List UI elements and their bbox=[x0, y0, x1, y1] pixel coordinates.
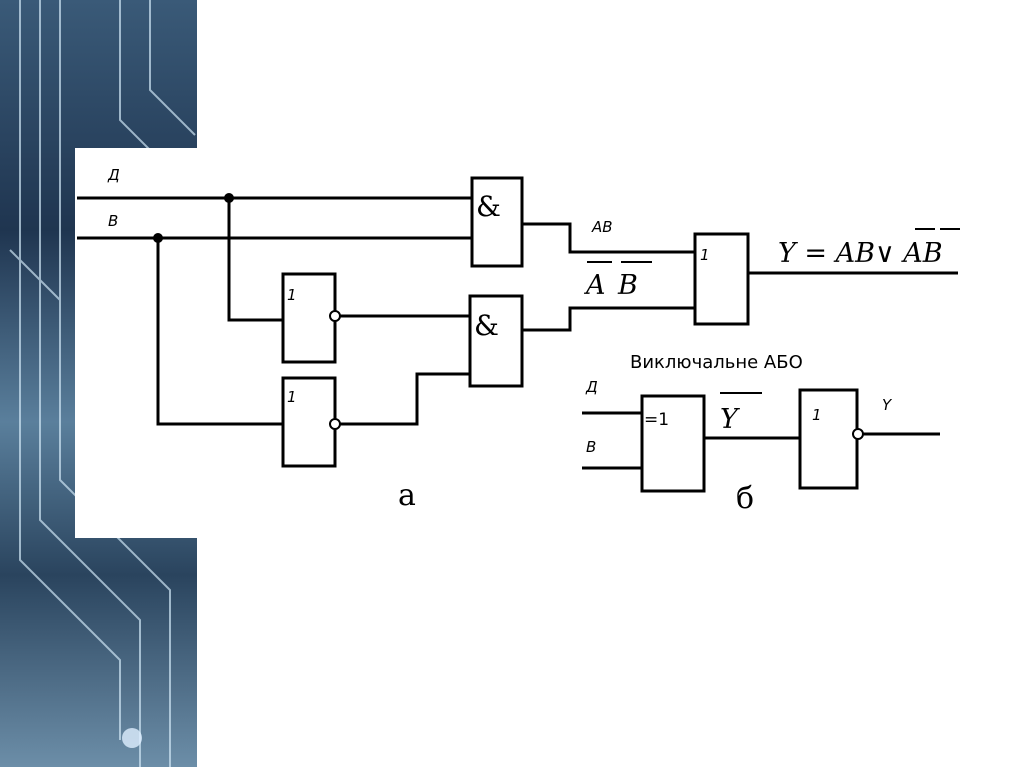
input-b-label-b: B bbox=[586, 438, 596, 456]
output-formula: Y = AB∨ AB bbox=[778, 238, 943, 269]
or-symbol: 1 bbox=[700, 246, 710, 264]
and-symbol-2: & bbox=[474, 309, 499, 342]
label-ab: AB bbox=[591, 218, 613, 236]
and-gate-2 bbox=[468, 294, 524, 388]
inverter-bubble bbox=[329, 310, 341, 322]
not-gate-output bbox=[798, 388, 859, 490]
xor-symbol: =1 bbox=[644, 410, 669, 430]
diagram-b-title: Виключальне АБО bbox=[630, 352, 803, 373]
input-a-label-b: Д bbox=[585, 378, 598, 396]
caption-b: б bbox=[736, 481, 754, 516]
inverter-bubble bbox=[329, 418, 341, 430]
xor-gate bbox=[640, 394, 706, 493]
diagram-panel bbox=[75, 148, 205, 538]
label-not-b: B bbox=[617, 270, 638, 301]
and-gate-1 bbox=[470, 176, 524, 268]
or-gate bbox=[693, 232, 750, 326]
junction-dot bbox=[224, 193, 234, 203]
input-a-label: Д bbox=[107, 166, 120, 184]
and-symbol-1: & bbox=[476, 190, 501, 223]
caption-a: а bbox=[398, 478, 416, 513]
input-b-label: B bbox=[108, 212, 118, 230]
not-symbol-output: 1 bbox=[812, 406, 822, 424]
label-not-y: Y bbox=[720, 404, 740, 435]
inverter-bubble bbox=[852, 428, 864, 440]
not-symbol-a: 1 bbox=[287, 286, 297, 304]
output-y-label: Y bbox=[882, 396, 893, 414]
not-symbol-b: 1 bbox=[287, 388, 297, 406]
junction-dot bbox=[153, 233, 163, 243]
not-gate-b bbox=[281, 376, 337, 468]
wires-a bbox=[77, 196, 958, 426]
label-not-a: A bbox=[583, 270, 606, 301]
